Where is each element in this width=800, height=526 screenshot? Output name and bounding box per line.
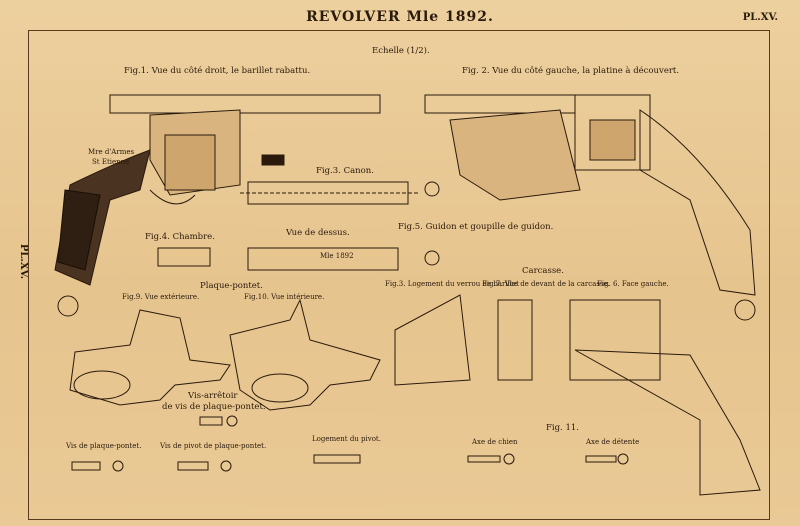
- sight-drawing: [424, 250, 440, 266]
- carcasse-fig7-caption: Fig.7. Vue de devant de la carcasse.: [482, 280, 610, 288]
- axe-chien-caption: Axe de chien: [472, 438, 518, 446]
- fig10-caption: Fig.10. Vue intérieure.: [244, 293, 325, 301]
- vis-arretoir-caption-2: de vis de plaque-pontet.: [162, 402, 266, 412]
- revolver-left-view: [424, 94, 756, 321]
- axe-detente-caption: Axe de détente: [586, 438, 640, 446]
- carcasse-fig6-caption: Fig. 6. Face gauche.: [597, 280, 669, 288]
- fig4-caption: Fig.4. Chambre.: [145, 232, 215, 242]
- fig3-caption: Fig.3. Canon.: [316, 166, 374, 176]
- logement-pivot-caption: Logement du pivot.: [312, 435, 381, 443]
- fig11-caption: Fig. 11.: [546, 423, 579, 433]
- plate-title: REVOLVER Mle 1892.: [306, 9, 494, 25]
- fig2-caption: Fig. 2. Vue du côté gauche, la platine à…: [462, 66, 680, 76]
- chamber-drawing: [157, 247, 211, 267]
- carcasse-fig3-caption: Fig.3. Logement du verrou de barillet: [385, 280, 519, 288]
- engraving-model-mark: Mle 1892: [320, 252, 354, 260]
- vis-pivot-caption: Vis de pivot de plaque-pontet.: [160, 442, 267, 450]
- frame-drawings: [394, 294, 761, 496]
- trigger-guard-drawings: [69, 298, 381, 411]
- screw-drawings: [71, 415, 629, 472]
- scale-label: Echelle (1/2).: [372, 46, 430, 56]
- barrel-drawings: [240, 181, 440, 271]
- fig9-caption: Fig.9. Vue extérieure.: [122, 293, 200, 301]
- plate-frame: [28, 30, 770, 520]
- fig1-caption: Fig.1. Vue du côté droit, le barillet ra…: [124, 66, 311, 76]
- engraving-maker-2: St Etienne: [92, 158, 130, 166]
- vis-arretoir-caption: Vis-arrêtoir: [188, 391, 238, 401]
- plate-number: PL.XV.: [742, 12, 778, 23]
- carcasse-caption: Carcasse.: [522, 266, 564, 276]
- revolver-right-view: [54, 94, 381, 317]
- top-view-caption: Vue de dessus.: [286, 228, 350, 238]
- engraving-maker-1: Mre d'Armes: [88, 148, 135, 156]
- plaque-pontet-caption: Plaque-pontet.: [200, 281, 263, 291]
- fig5-caption: Fig.5. Guidon et goupille de guidon.: [398, 222, 554, 232]
- vis-plaque-caption: Vis de plaque-pontet.: [66, 442, 142, 450]
